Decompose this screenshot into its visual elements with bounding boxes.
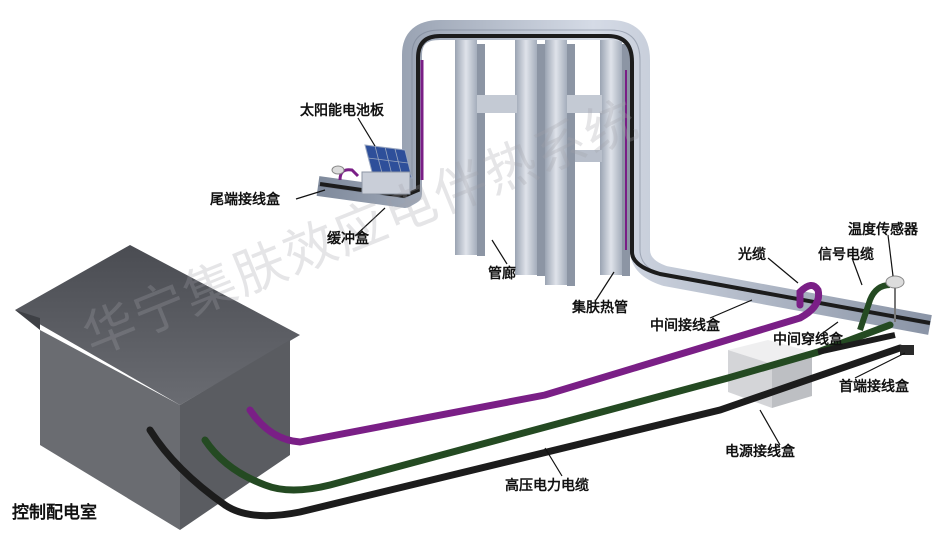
label-signal-cable: 信号电缆 <box>818 247 874 263</box>
leader-lines <box>295 117 906 477</box>
label-middle-pass-box: 中间穿线盒 <box>773 332 843 348</box>
solar-panel <box>361 144 413 195</box>
heat-tracing-pipe <box>316 20 932 335</box>
label-heat-tracing-pipe: 集肤热管 <box>572 300 628 316</box>
label-gallery: 管廊 <box>488 266 516 282</box>
pipe-gallery <box>455 40 630 286</box>
label-head-junction-box: 首端接线盒 <box>839 379 909 395</box>
label-high-voltage-cable: 高压电力电缆 <box>505 478 589 494</box>
label-temperature-sensor: 温度传感器 <box>848 222 918 238</box>
label-power-junction-box: 电源接线盒 <box>725 444 795 460</box>
head-junction-box <box>900 345 914 355</box>
label-control-room: 控制配电室 <box>12 503 97 523</box>
label-solar-panel: 太阳能电池板 <box>300 103 384 119</box>
label-optical-cable: 光缆 <box>738 247 766 263</box>
temperature-sensor <box>885 275 905 322</box>
tail-junction-box <box>331 165 360 181</box>
label-tail-junction-box: 尾端接线盒 <box>210 192 280 208</box>
label-middle-junction-box: 中间接线盒 <box>650 318 720 334</box>
label-buffer-box: 缓冲盒 <box>327 231 369 247</box>
control-room-building <box>15 245 300 530</box>
